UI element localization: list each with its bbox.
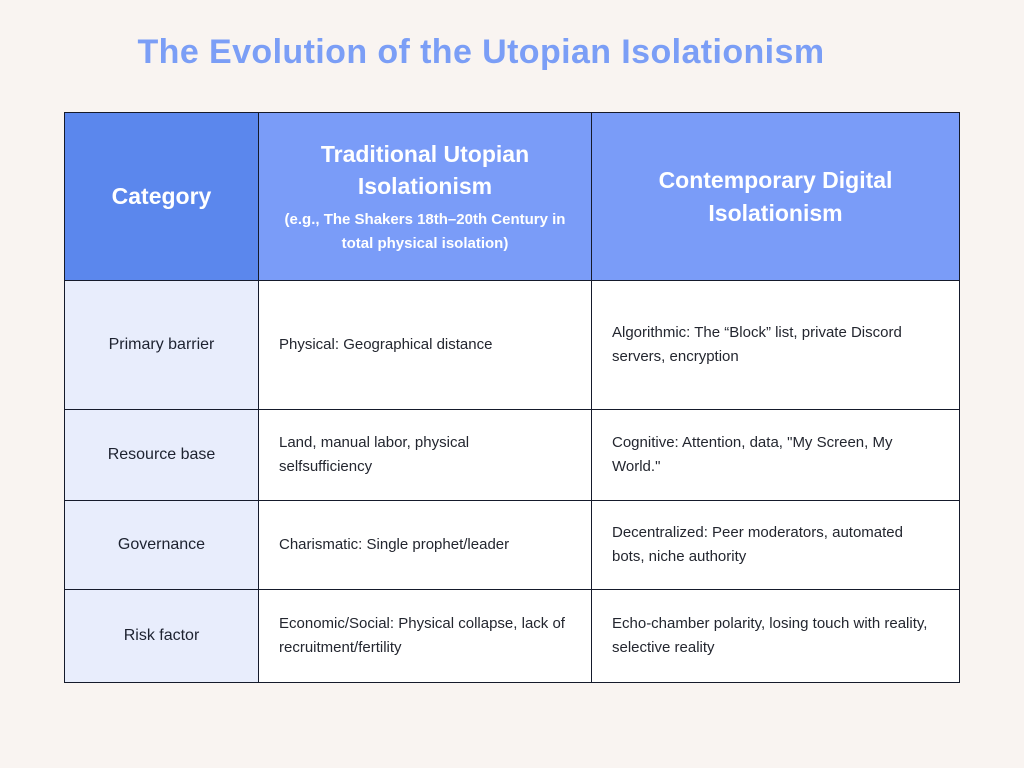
table-row: Governance Charismatic: Single prophet/l… xyxy=(64,500,960,590)
row-traditional-cell: Land, manual labor, physical selfsuffici… xyxy=(258,409,592,501)
row-traditional-cell: Economic/Social: Physical collapse, lack… xyxy=(258,589,592,683)
row-traditional-cell: Physical: Geographical distance xyxy=(258,280,592,410)
row-category-cell: Risk factor xyxy=(64,589,259,683)
header-cell-contemporary: Contemporary Digital Isolationism xyxy=(591,112,960,281)
traditional-header-subtitle: (e.g., The Shakers 18th–20th Century in … xyxy=(284,211,566,252)
table-header-row: Category Traditional Utopian Isolationis… xyxy=(64,112,960,281)
row-contemporary-cell: Decentralized: Peer moderators, automate… xyxy=(591,500,960,590)
comparison-table: Category Traditional Utopian Isolationis… xyxy=(64,112,960,683)
comparison-table-container: Category Traditional Utopian Isolationis… xyxy=(64,112,960,683)
row-contemporary-cell: Algorithmic: The “Block” list, private D… xyxy=(591,280,960,410)
traditional-header-title: Traditional Utopian Isolationism xyxy=(320,141,530,200)
row-contemporary-cell: Echo-chamber polarity, losing touch with… xyxy=(591,589,960,683)
row-category-cell: Primary barrier xyxy=(64,280,259,410)
page-title: The Evolution of the Utopian Isolationis… xyxy=(137,33,825,71)
row-traditional-cell: Charismatic: Single prophet/leader xyxy=(258,500,592,590)
table-row: Resource base Land, manual labor, physic… xyxy=(64,409,960,501)
table-row: Primary barrier Physical: Geographical d… xyxy=(64,280,960,410)
header-cell-category: Category xyxy=(64,112,259,281)
row-category-cell: Governance xyxy=(64,500,259,590)
row-contemporary-cell: Cognitive: Attention, data, "My Screen, … xyxy=(591,409,960,501)
row-category-cell: Resource base xyxy=(64,409,259,501)
contemporary-header-title: Contemporary Digital Isolationism xyxy=(658,167,893,226)
header-cell-traditional: Traditional Utopian Isolationism (e.g., … xyxy=(258,112,592,281)
table-row: Risk factor Economic/Social: Physical co… xyxy=(64,589,960,683)
